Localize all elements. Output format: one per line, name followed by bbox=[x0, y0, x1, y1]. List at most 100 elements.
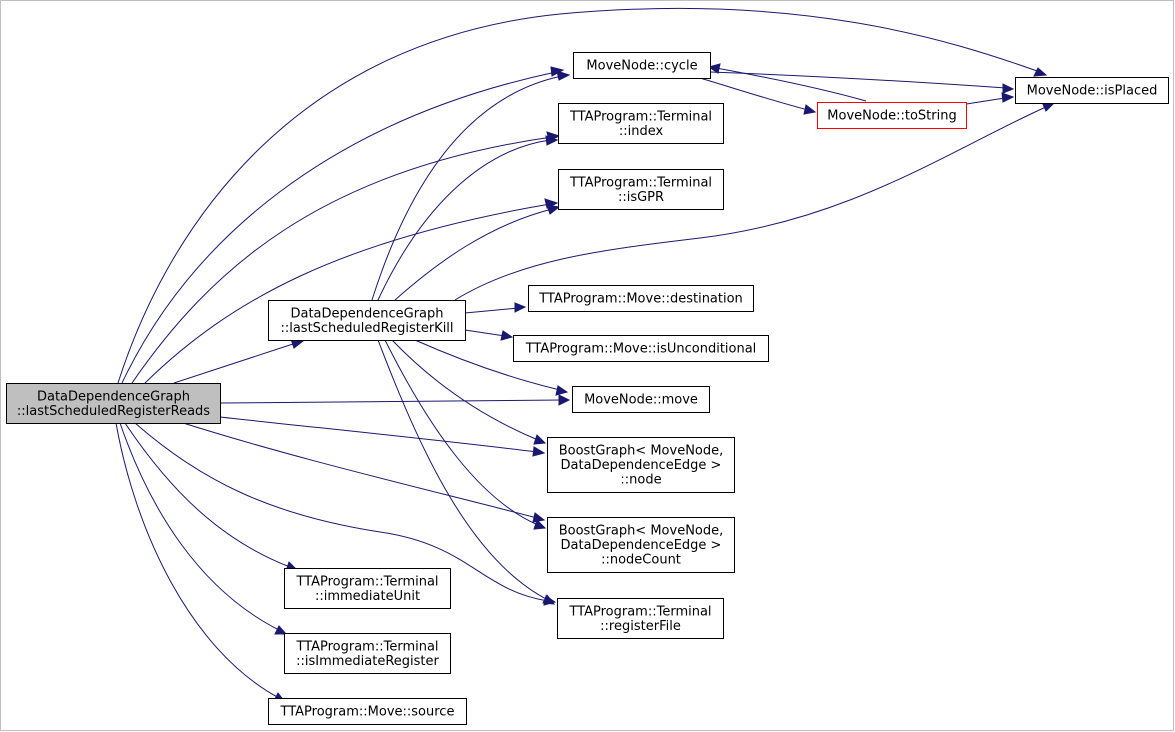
edge-root-isplaced bbox=[117, 7, 1041, 384]
arrowhead bbox=[542, 594, 556, 605]
edge-root-isgpr bbox=[144, 203, 551, 384]
node-label: DataDependenceEdge > bbox=[561, 538, 722, 553]
node-label: TTAProgram::Terminal bbox=[568, 604, 711, 619]
node-boostgraph-node[interactable]: BoostGraph< MoveNode,DataDependenceEdge … bbox=[547, 437, 735, 493]
node-box bbox=[6, 383, 221, 424]
node-movenode-move[interactable]: MoveNode::move bbox=[572, 386, 710, 413]
arrowhead bbox=[558, 394, 571, 406]
node-label: ::lastScheduledRegisterReads bbox=[17, 404, 210, 419]
node-box bbox=[817, 102, 967, 129]
edge-root-isimmediateregister bbox=[119, 422, 280, 631]
node-terminal-immediateunit[interactable]: TTAProgram::Terminal::immediateUnit bbox=[284, 568, 451, 609]
node-box bbox=[284, 568, 451, 609]
node-box bbox=[1015, 77, 1169, 104]
edges bbox=[115, 7, 1056, 703]
node-box bbox=[558, 169, 724, 210]
node-lastscheduledregisterreads: DataDependenceGraph::lastScheduledRegist… bbox=[6, 383, 221, 424]
edge-root-cycle bbox=[121, 71, 557, 384]
node-label: MoveNode::cycle bbox=[586, 59, 697, 74]
arrowhead bbox=[545, 135, 559, 146]
node-label: ::isImmediateRegister bbox=[296, 654, 439, 669]
node-label: ::registerFile bbox=[600, 619, 681, 634]
node-label: TTAProgram::Terminal bbox=[569, 109, 712, 124]
node-label: TTAProgram::Terminal bbox=[295, 639, 438, 654]
node-box bbox=[268, 300, 466, 341]
edge-kill-destination bbox=[464, 307, 519, 314]
node-label: ::index bbox=[619, 124, 664, 139]
arrowhead bbox=[546, 204, 561, 215]
edge-root-move bbox=[219, 399, 563, 404]
node-movenode-tostring[interactable]: MoveNode::toString bbox=[817, 102, 967, 129]
node-box bbox=[547, 517, 735, 573]
arrowhead bbox=[1001, 92, 1015, 103]
node-box bbox=[557, 598, 724, 639]
node-terminal-index[interactable]: TTAProgram::Terminal::index bbox=[558, 103, 724, 144]
edge-kill-node bbox=[391, 339, 539, 441]
node-label: MoveNode::isPlaced bbox=[1027, 84, 1158, 99]
node-box bbox=[528, 285, 754, 312]
node-label: MoveNode::move bbox=[584, 393, 698, 408]
edge-kill-isunconditional bbox=[464, 329, 506, 337]
node-label: ::node bbox=[620, 473, 661, 488]
node-label: TTAProgram::Move::isUnconditional bbox=[525, 342, 757, 357]
edge-kill-nodecount bbox=[384, 339, 539, 526]
node-move-destination[interactable]: TTAProgram::Move::destination bbox=[528, 285, 754, 312]
edge-root-source bbox=[115, 422, 280, 699]
edge-kill-move bbox=[414, 339, 561, 391]
node-box bbox=[284, 633, 451, 674]
node-label: ::immediateUnit bbox=[315, 589, 420, 604]
arrowhead bbox=[556, 70, 571, 81]
node-move-isunconditional[interactable]: TTAProgram::Move::isUnconditional bbox=[513, 335, 769, 362]
arrowhead bbox=[1033, 67, 1048, 77]
node-label: TTAProgram::Terminal bbox=[295, 574, 438, 589]
arrowhead bbox=[803, 104, 817, 115]
node-box bbox=[268, 698, 467, 725]
arrowhead bbox=[532, 446, 546, 457]
edge-kill-cycle bbox=[371, 75, 563, 301]
node-label: TTAProgram::Move::source bbox=[280, 705, 455, 720]
node-box bbox=[573, 52, 711, 79]
node-label: DataDependenceGraph bbox=[290, 306, 443, 321]
node-terminal-isgpr[interactable]: TTAProgram::Terminal::isGPR bbox=[558, 169, 724, 210]
arrowhead bbox=[555, 385, 569, 396]
edge-root-node bbox=[219, 416, 538, 453]
node-label: TTAProgram::Move::destination bbox=[538, 292, 743, 307]
node-label: BoostGraph< MoveNode, bbox=[559, 444, 724, 459]
node-label: ::lastScheduledRegisterKill bbox=[280, 321, 453, 336]
edge-kill-index bbox=[377, 139, 551, 301]
arrowhead bbox=[533, 434, 547, 445]
edge-cycle-tostring bbox=[699, 77, 809, 111]
node-box bbox=[547, 437, 735, 493]
arrowhead bbox=[707, 63, 721, 74]
node-box bbox=[572, 386, 710, 413]
node-label: BoostGraph< MoveNode, bbox=[559, 524, 724, 539]
edge-tostring-cycle bbox=[715, 67, 867, 102]
node-movenode-isplaced[interactable]: MoveNode::isPlaced bbox=[1015, 77, 1169, 104]
node-box bbox=[513, 335, 769, 362]
arrowhead bbox=[274, 625, 288, 635]
node-terminal-isimmediateregister[interactable]: TTAProgram::Terminal::isImmediateRegiste… bbox=[284, 633, 451, 674]
node-label: DataDependenceGraph bbox=[37, 389, 190, 404]
node-movenode-cycle[interactable]: MoveNode::cycle bbox=[573, 52, 711, 79]
node-move-source[interactable]: TTAProgram::Move::source bbox=[268, 698, 467, 725]
node-label: ::nodeCount bbox=[601, 553, 681, 568]
edge-kill-isgpr bbox=[394, 208, 553, 301]
nodes: DataDependenceGraph::lastScheduledRegist… bbox=[6, 52, 1169, 725]
node-terminal-registerfile[interactable]: TTAProgram::Terminal::registerFile bbox=[557, 598, 724, 639]
arrowhead bbox=[1002, 83, 1015, 94]
edge-kill-registerfile bbox=[377, 339, 549, 601]
node-label: ::isGPR bbox=[618, 190, 664, 205]
edge-kill-isplaced bbox=[454, 105, 1049, 301]
arrowhead bbox=[500, 330, 514, 341]
node-box bbox=[558, 103, 724, 144]
arrowhead bbox=[514, 302, 527, 313]
node-label: TTAProgram::Terminal bbox=[569, 175, 712, 190]
edge-root-registerfile bbox=[134, 422, 549, 602]
node-lastscheduledregisterkill[interactable]: DataDependenceGraph::lastScheduledRegist… bbox=[268, 300, 466, 341]
edge-cycle-isplaced bbox=[709, 71, 1007, 89]
edge-root-nodecount bbox=[179, 421, 538, 519]
node-boostgraph-nodecount[interactable]: BoostGraph< MoveNode,DataDependenceEdge … bbox=[547, 517, 735, 573]
node-label: MoveNode::toString bbox=[827, 109, 956, 124]
arrowhead bbox=[533, 519, 547, 530]
